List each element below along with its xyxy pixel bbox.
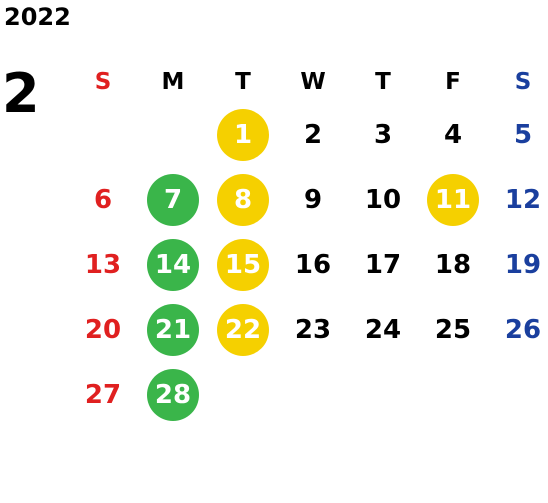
day-cell: 17 (348, 232, 418, 297)
highlight-circle (217, 108, 269, 161)
day-cell: 7 (138, 167, 208, 232)
weekday-friday: F (418, 62, 488, 102)
highlight-circle (217, 173, 269, 226)
empty-cell (278, 362, 348, 427)
day-cell: 18 (418, 232, 488, 297)
highlight-circle (427, 173, 479, 226)
day-number: 6 (93, 184, 113, 215)
day-number: 1 (233, 119, 253, 150)
day-cell: 4 (418, 102, 488, 167)
day-number: 23 (294, 314, 332, 345)
day-cell: 16 (278, 232, 348, 297)
highlight-circle (147, 238, 199, 291)
day-number: 8 (233, 184, 253, 215)
weekday-header-row: S M T W T F S (68, 62, 548, 102)
day-cell: 8 (208, 167, 278, 232)
day-number: 26 (504, 314, 542, 345)
weekday-monday: M (138, 62, 208, 102)
day-cell: 28 (138, 362, 208, 427)
day-cell: 25 (418, 297, 488, 362)
day-cell: 1 (208, 102, 278, 167)
day-number: 13 (84, 249, 122, 280)
day-cell: 27 (68, 362, 138, 427)
weekday-sunday: S (68, 62, 138, 102)
day-cell: 24 (348, 297, 418, 362)
day-number: 17 (364, 249, 402, 280)
day-cell: 22 (208, 297, 278, 362)
empty-cell (348, 362, 418, 427)
day-cell: 10 (348, 167, 418, 232)
weekday-label: W (300, 69, 326, 95)
highlight-circle (217, 238, 269, 291)
empty-cell (418, 362, 488, 427)
week-row: 1 2 3 4 5 (68, 102, 548, 167)
weekday-label: M (161, 69, 185, 95)
day-cell: 20 (68, 297, 138, 362)
day-cell: 12 (488, 167, 548, 232)
weekday-label: S (94, 69, 112, 95)
day-cell: 13 (68, 232, 138, 297)
week-row: 27 28 (68, 362, 548, 427)
empty-cell (68, 102, 138, 167)
weekday-label: F (445, 69, 461, 95)
day-number: 14 (154, 249, 192, 280)
day-number: 2 (303, 119, 323, 150)
day-number: 9 (303, 184, 323, 215)
day-cell: 19 (488, 232, 548, 297)
day-number: 7 (163, 184, 183, 215)
day-number: 3 (373, 119, 393, 150)
weekday-wednesday: W (278, 62, 348, 102)
day-number: 18 (434, 249, 472, 280)
highlight-circle (147, 303, 199, 356)
day-cell: 5 (488, 102, 548, 167)
week-row: 13 14 15 16 17 18 19 (68, 232, 548, 297)
weekday-label: T (375, 69, 391, 95)
day-number: 12 (504, 184, 542, 215)
day-cell: 26 (488, 297, 548, 362)
day-number: 21 (154, 314, 192, 345)
day-number: 5 (513, 119, 533, 150)
day-cell: 6 (68, 167, 138, 232)
day-number: 25 (434, 314, 472, 345)
highlight-circle (217, 303, 269, 356)
empty-cell (488, 362, 548, 427)
day-number: 27 (84, 379, 122, 410)
highlight-circle (147, 173, 199, 226)
day-number: 10 (364, 184, 402, 215)
highlight-circle (147, 368, 199, 421)
weekday-tuesday: T (208, 62, 278, 102)
empty-cell (138, 102, 208, 167)
day-cell: 3 (348, 102, 418, 167)
year-label: 2022 (4, 3, 71, 31)
day-number: 22 (224, 314, 262, 345)
week-row: 20 21 22 23 24 25 26 (68, 297, 548, 362)
day-number: 4 (443, 119, 463, 150)
day-cell: 9 (278, 167, 348, 232)
day-cell: 11 (418, 167, 488, 232)
day-number: 24 (364, 314, 402, 345)
day-cell: 23 (278, 297, 348, 362)
day-number: 16 (294, 249, 332, 280)
day-cell: 2 (278, 102, 348, 167)
day-number: 11 (434, 184, 472, 215)
week-row: 6 7 8 9 10 11 12 (68, 167, 548, 232)
day-cell: 15 (208, 232, 278, 297)
weekday-label: T (235, 69, 251, 95)
empty-cell (208, 362, 278, 427)
weekday-label: S (514, 69, 532, 95)
weekday-thursday: T (348, 62, 418, 102)
day-cell: 14 (138, 232, 208, 297)
day-number: 19 (504, 249, 542, 280)
day-cell: 21 (138, 297, 208, 362)
day-number: 28 (154, 379, 192, 410)
day-number: 15 (224, 249, 262, 280)
weekday-saturday: S (488, 62, 548, 102)
month-number: 2 (2, 62, 40, 125)
day-number: 20 (84, 314, 122, 345)
